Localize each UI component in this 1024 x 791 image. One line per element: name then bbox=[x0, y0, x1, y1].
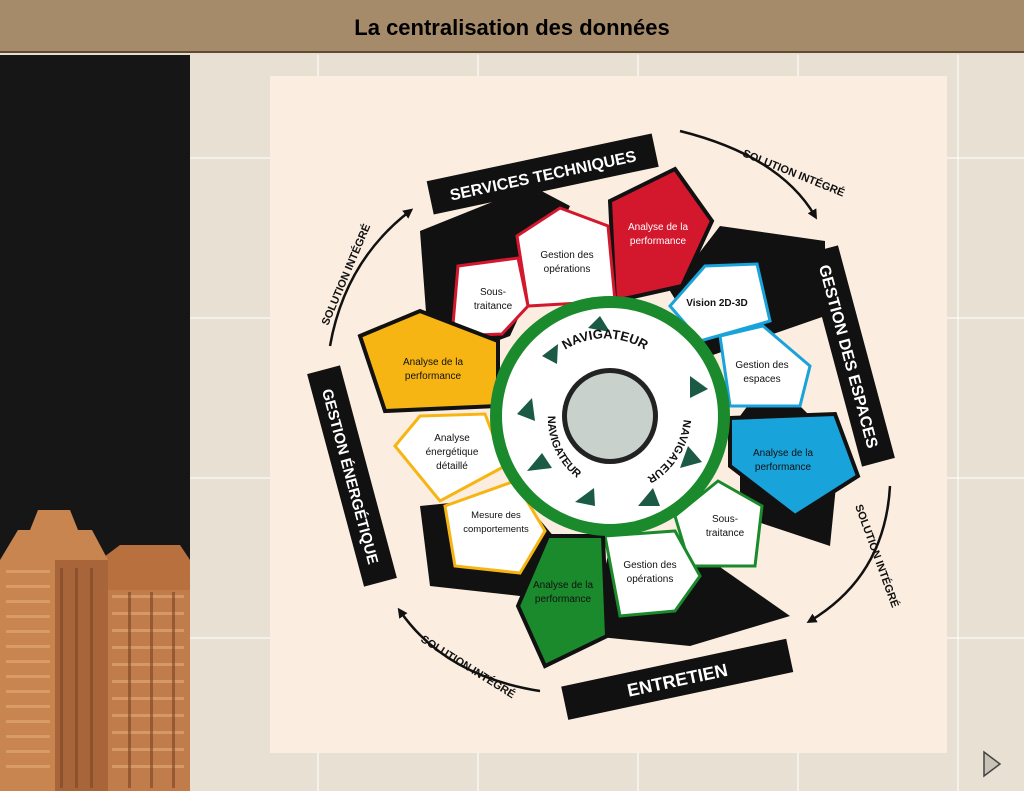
svg-text:Vision 2D-3D: Vision 2D-3D bbox=[686, 298, 748, 309]
svg-text:comportements: comportements bbox=[463, 524, 529, 535]
svg-text:performance: performance bbox=[405, 371, 462, 382]
svg-text:Analyse de la: Analyse de la bbox=[628, 222, 688, 233]
svg-text:Mesure des: Mesure des bbox=[471, 510, 521, 521]
svg-text:Analyse de la: Analyse de la bbox=[403, 357, 463, 368]
svg-text:détaillé: détaillé bbox=[436, 461, 468, 472]
petal-services-operations: Gestion des opérations bbox=[515, 206, 617, 308]
petal-red-performance: Analyse de la performance bbox=[607, 166, 715, 304]
svg-text:SOLUTION INTÉGRÉ: SOLUTION INTÉGRÉ bbox=[319, 222, 373, 327]
arrow-bottom-left: SOLUTION INTÉGRÉ bbox=[397, 607, 541, 702]
navigator-hub: NAVIGATEUR NAVIGATEUR NAVIGATEUR bbox=[490, 296, 730, 536]
svg-text:traitance: traitance bbox=[706, 528, 745, 539]
hub-core bbox=[567, 373, 653, 459]
svg-text:Analyse de la: Analyse de la bbox=[753, 448, 813, 459]
slide-title: La centralisation des données bbox=[354, 15, 670, 40]
banner-entretien: ENTRETIEN bbox=[561, 638, 794, 720]
svg-text:performance: performance bbox=[535, 594, 592, 605]
petal-blue-performance: Analyse de la performance bbox=[728, 411, 861, 519]
svg-text:opérations: opérations bbox=[544, 264, 591, 275]
svg-text:Sous-: Sous- bbox=[712, 514, 738, 525]
next-slide-icon[interactable] bbox=[982, 750, 1002, 778]
integration-diagram: Analyse de la performance Gestion des op… bbox=[307, 129, 902, 720]
svg-text:Gestion des: Gestion des bbox=[540, 250, 593, 261]
svg-text:Gestion des: Gestion des bbox=[623, 560, 676, 571]
title-bar: La centralisation des données bbox=[0, 0, 1024, 53]
svg-text:Gestion des: Gestion des bbox=[735, 360, 788, 371]
petal-services-subcontracting: Sous- traitance bbox=[450, 256, 530, 338]
hub-triangles bbox=[517, 316, 708, 506]
svg-text:espaces: espaces bbox=[743, 374, 780, 385]
petal-green-performance: Analyse de la performance bbox=[515, 534, 610, 669]
building-illustration bbox=[0, 510, 190, 791]
arrow-top-right: SOLUTION INTÉGRÉ bbox=[679, 129, 847, 220]
svg-text:performance: performance bbox=[630, 236, 687, 247]
svg-text:Analyse de la: Analyse de la bbox=[533, 580, 593, 591]
petal-blue-spaces: Gestion des espaces bbox=[718, 324, 812, 408]
svg-text:Sous-: Sous- bbox=[480, 287, 506, 298]
svg-text:SOLUTION INTÉGRÉ: SOLUTION INTÉGRÉ bbox=[852, 503, 901, 610]
svg-text:énergétique: énergétique bbox=[426, 447, 479, 458]
svg-text:traitance: traitance bbox=[474, 301, 513, 312]
petal-yellow-energy: Analyse énergétique détaillé bbox=[393, 412, 507, 503]
svg-text:performance: performance bbox=[755, 462, 812, 473]
svg-text:opérations: opérations bbox=[627, 574, 674, 585]
diagram-card: Analyse de la performance Gestion des op… bbox=[270, 76, 947, 753]
svg-text:SOLUTION INTÉGRÉ: SOLUTION INTÉGRÉ bbox=[741, 147, 847, 200]
svg-text:Analyse: Analyse bbox=[434, 433, 470, 444]
petal-yellow-measure: Mesure des comportements bbox=[443, 479, 547, 575]
petal-green-operations: Gestion des opérations bbox=[603, 529, 702, 618]
svg-text:SOLUTION INTÉGRÉ: SOLUTION INTÉGRÉ bbox=[418, 633, 517, 702]
